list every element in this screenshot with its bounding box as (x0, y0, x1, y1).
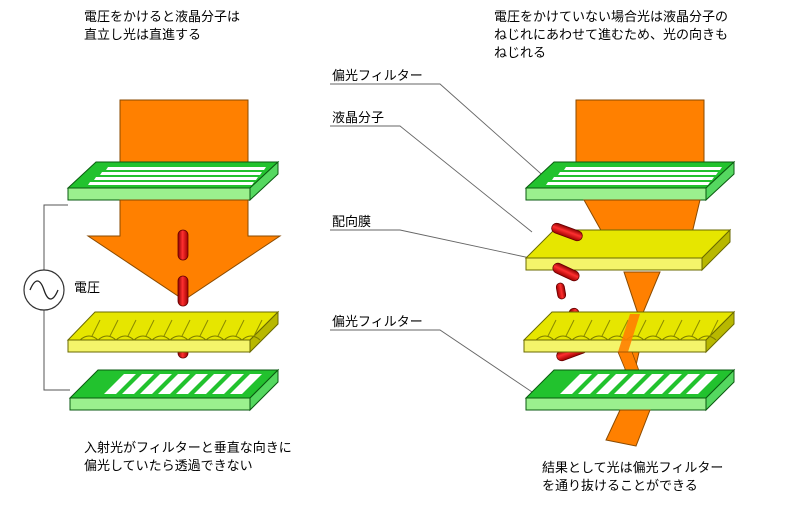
left-bottom-polarizer (68, 368, 280, 412)
lc-molecule-rod (551, 222, 583, 242)
right-bottom-polarizer (524, 368, 736, 412)
right-caption-top-line3: ねじれる (494, 46, 547, 61)
left-caption-bottom-line1: 入射光がフィルターと垂直な向きに (84, 441, 292, 456)
left-caption-bottom-line2: 偏光していたら透過できない (84, 459, 253, 474)
right-voltage-off-panel (330, 83, 736, 447)
left-top-polarizer (66, 160, 280, 202)
lc-molecule-rod (177, 229, 189, 261)
right-exit-light (605, 409, 651, 447)
left-alignment-film (66, 310, 280, 354)
lc-molecule-rod (552, 262, 580, 282)
right-top-polarizer (524, 160, 736, 202)
lc-molecule-rod (555, 282, 567, 300)
ac-source-icon (23, 269, 65, 311)
right-caption-top-line1: 電圧をかけていない場合光は液晶分子の (494, 10, 729, 25)
voltage-label: 電圧 (74, 281, 101, 296)
label-polarizer-bottom: 偏光フィルター (332, 315, 423, 330)
left-voltage-on-panel (23, 99, 282, 412)
left-circuit-wire-bottom (43, 310, 70, 391)
right-caption-bottom-line2: を通り抜けることができる (542, 479, 698, 494)
right-caption-top-line2: ねじれにあわせて進むため、光の向きも (494, 28, 729, 43)
label-polarizer-top: 偏光フィルター (332, 69, 423, 84)
right-twisting-light-middle (623, 271, 661, 322)
left-circuit-wire (43, 204, 68, 270)
right-alignment-film-lower (522, 310, 736, 354)
leader-lines (330, 83, 549, 397)
left-caption-top-line1: 電圧をかけると液晶分子は (84, 10, 241, 25)
right-caption-bottom-line1: 結果として光は偏光フィルター (542, 461, 724, 476)
lc-molecule-rod (177, 275, 189, 307)
left-caption-top-line2: 直立し光は直進する (84, 28, 202, 43)
label-alignment-film: 配向膜 (332, 215, 372, 230)
label-lc-molecule: 液晶分子 (332, 111, 385, 126)
